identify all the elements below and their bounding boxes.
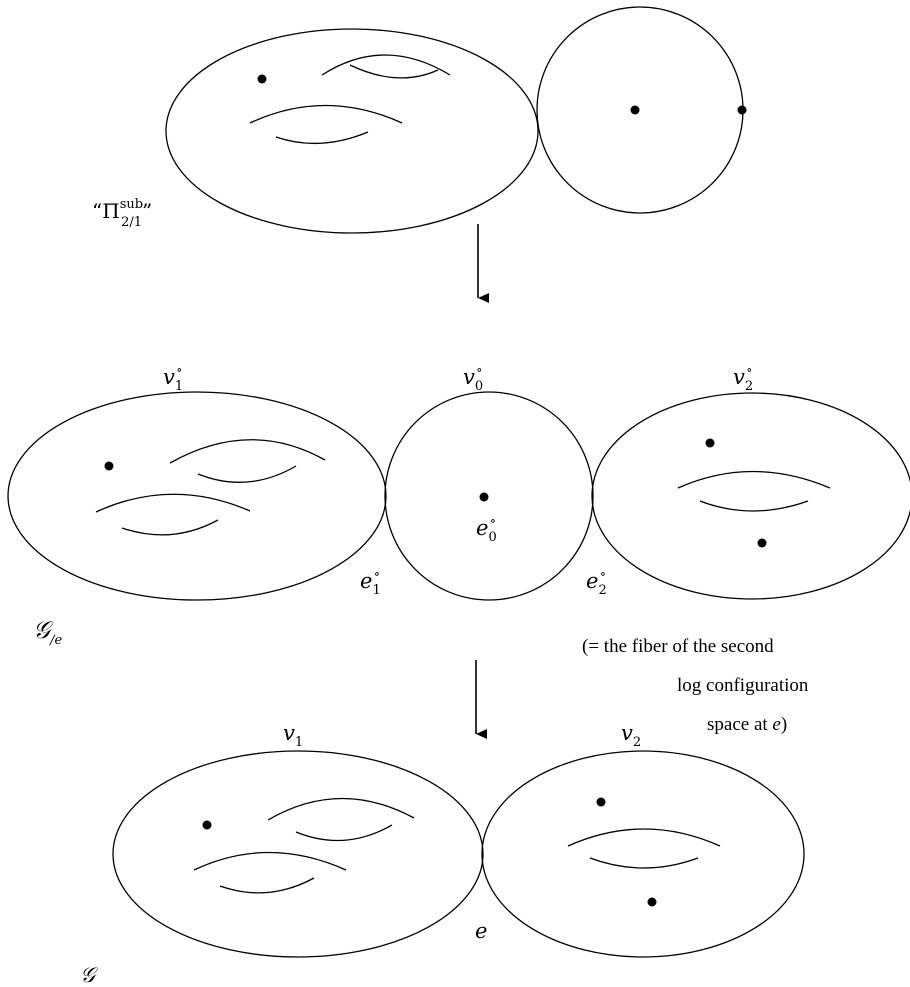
handle-lower [699, 500, 809, 512]
edge-label-e0: e0∘ [476, 514, 497, 545]
sphere-component [384, 391, 594, 601]
handle-lower-lower [121, 519, 219, 536]
marked-point [257, 74, 267, 84]
vertex-label-v1: v1 [283, 721, 303, 750]
marked-point [647, 897, 657, 907]
edge-label-e2: e2∘ [586, 567, 607, 598]
graph-label-quotient: 𝒢/e [33, 616, 62, 648]
handle [677, 470, 831, 489]
marked-point [705, 438, 715, 448]
marked-point [630, 105, 640, 115]
handle-upper [169, 439, 326, 464]
handle [567, 828, 721, 847]
note-line-3: space at e) [707, 714, 787, 735]
genus-two-component [7, 391, 387, 601]
middle-curve: v1∘ v0∘ v2∘ e0∘ e1∘ e2∘ 𝒢/e (= the fiber… [7, 363, 910, 735]
handle-lower-lower [275, 131, 369, 145]
handle-upper [267, 797, 415, 821]
handle-lower-lower [219, 877, 315, 894]
bottom-curve: v1 v2 e 𝒢 [80, 721, 805, 987]
note-line-1: (= the fiber of the second [582, 636, 774, 657]
handle-upper-lower [349, 64, 439, 79]
genus-one-component [481, 750, 805, 958]
sphere-component [536, 6, 744, 214]
handle-lower [249, 104, 403, 124]
handle-upper-lower [197, 465, 297, 483]
vertex-label-v2: v2∘ [733, 363, 753, 394]
marked-point [757, 538, 767, 548]
genus-two-component [165, 28, 539, 234]
vertex-label-v1: v1∘ [163, 363, 183, 394]
vertex-label-v0: v0∘ [463, 363, 483, 394]
marked-point [596, 797, 606, 807]
genus-two-component [112, 750, 484, 958]
handle-upper-lower [295, 824, 393, 842]
note-line-2: log configuration [677, 675, 809, 696]
marked-point [737, 105, 747, 115]
handle-lower [193, 851, 347, 871]
edge-label-e: e [475, 919, 487, 943]
handle-lower [95, 493, 251, 513]
handle-lower [589, 857, 699, 869]
genus-one-component [591, 392, 910, 600]
edge-label-e1: e1∘ [360, 567, 381, 598]
graph-label: 𝒢 [80, 963, 98, 987]
vertex-label-v2: v2 [621, 721, 641, 750]
handle-upper [321, 54, 451, 76]
marked-point [202, 820, 212, 830]
marked-point [104, 461, 114, 471]
marked-point [479, 492, 489, 502]
